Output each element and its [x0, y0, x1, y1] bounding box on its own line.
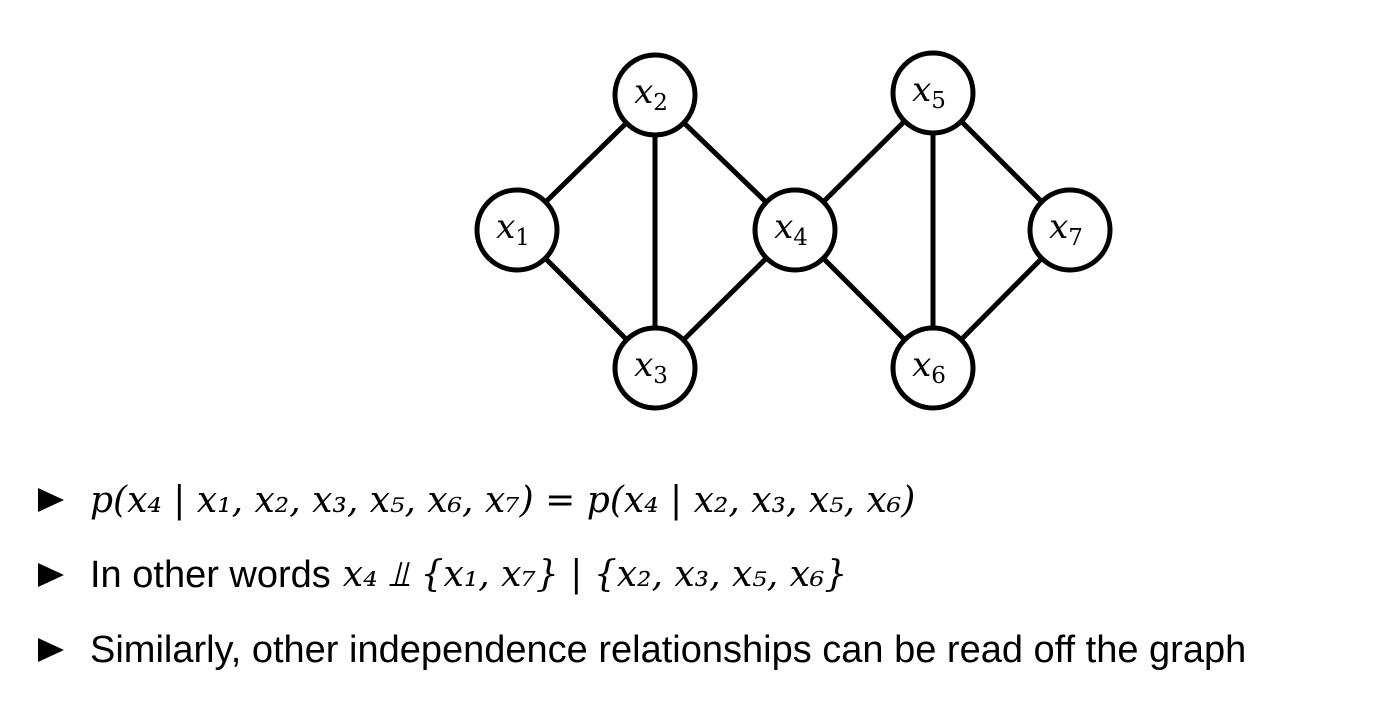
node-label: x7	[1049, 207, 1083, 251]
node-subscript: 4	[793, 225, 808, 251]
node-circle	[612, 325, 698, 411]
bullet-item-conditional-probability: p(x₄ | x₁, x₂, x₃, x₅, x₆, x₇) = p(x₄ | …	[38, 470, 915, 530]
node-x1: x1	[474, 187, 560, 273]
node-subscript: 3	[653, 363, 668, 389]
node-circle	[612, 52, 698, 138]
bullet-text: In other words	[90, 553, 331, 596]
node-label: x6	[912, 345, 946, 389]
node-circle	[752, 187, 838, 273]
node-x2: x2	[612, 52, 698, 138]
node-label: x2	[634, 72, 668, 116]
node-variable: x	[774, 207, 793, 247]
node-circle	[890, 325, 976, 411]
node-label: x3	[634, 345, 668, 389]
node-circle	[1027, 187, 1113, 273]
bullet-item-independence: In other words x₄ ⫫ {x₁, x₇} | {x₂, x₃, …	[38, 545, 847, 605]
node-x7: x7	[1027, 187, 1113, 273]
node-x5: x5	[890, 50, 976, 136]
node-x4: x4	[752, 187, 838, 273]
node-x3: x3	[612, 325, 698, 411]
bullet-text: Similarly, other independence relationsh…	[90, 628, 1247, 671]
node-variable: x	[634, 345, 653, 385]
node-subscript: 7	[1068, 225, 1083, 251]
node-subscript: 6	[931, 363, 946, 389]
node-label: x1	[496, 207, 530, 251]
bullet-math: x₄ ⫫ {x₁, x₇} | {x₂, x₃, x₅, x₆}	[342, 554, 848, 595]
node-subscript: 5	[931, 88, 946, 114]
node-label: x4	[774, 207, 808, 251]
node-variable: x	[634, 72, 653, 112]
bullet-marker-icon	[38, 638, 64, 662]
node-label: x5	[912, 70, 946, 114]
node-variable: x	[496, 207, 515, 247]
node-variable: x	[912, 70, 931, 110]
bullet-math: p(x₄ | x₁, x₂, x₃, x₅, x₆, x₇) = p(x₄ | …	[90, 479, 916, 521]
node-variable: x	[912, 345, 931, 385]
bullet-marker-icon	[38, 488, 64, 512]
bullet-item-other-relationships: Similarly, other independence relationsh…	[38, 620, 1258, 680]
node-subscript: 1	[515, 225, 530, 251]
node-variable: x	[1049, 207, 1068, 247]
node-subscript: 2	[653, 90, 668, 116]
node-circle	[890, 50, 976, 136]
node-circle	[474, 187, 560, 273]
bullet-marker-icon	[38, 563, 64, 587]
node-x6: x6	[890, 325, 976, 411]
